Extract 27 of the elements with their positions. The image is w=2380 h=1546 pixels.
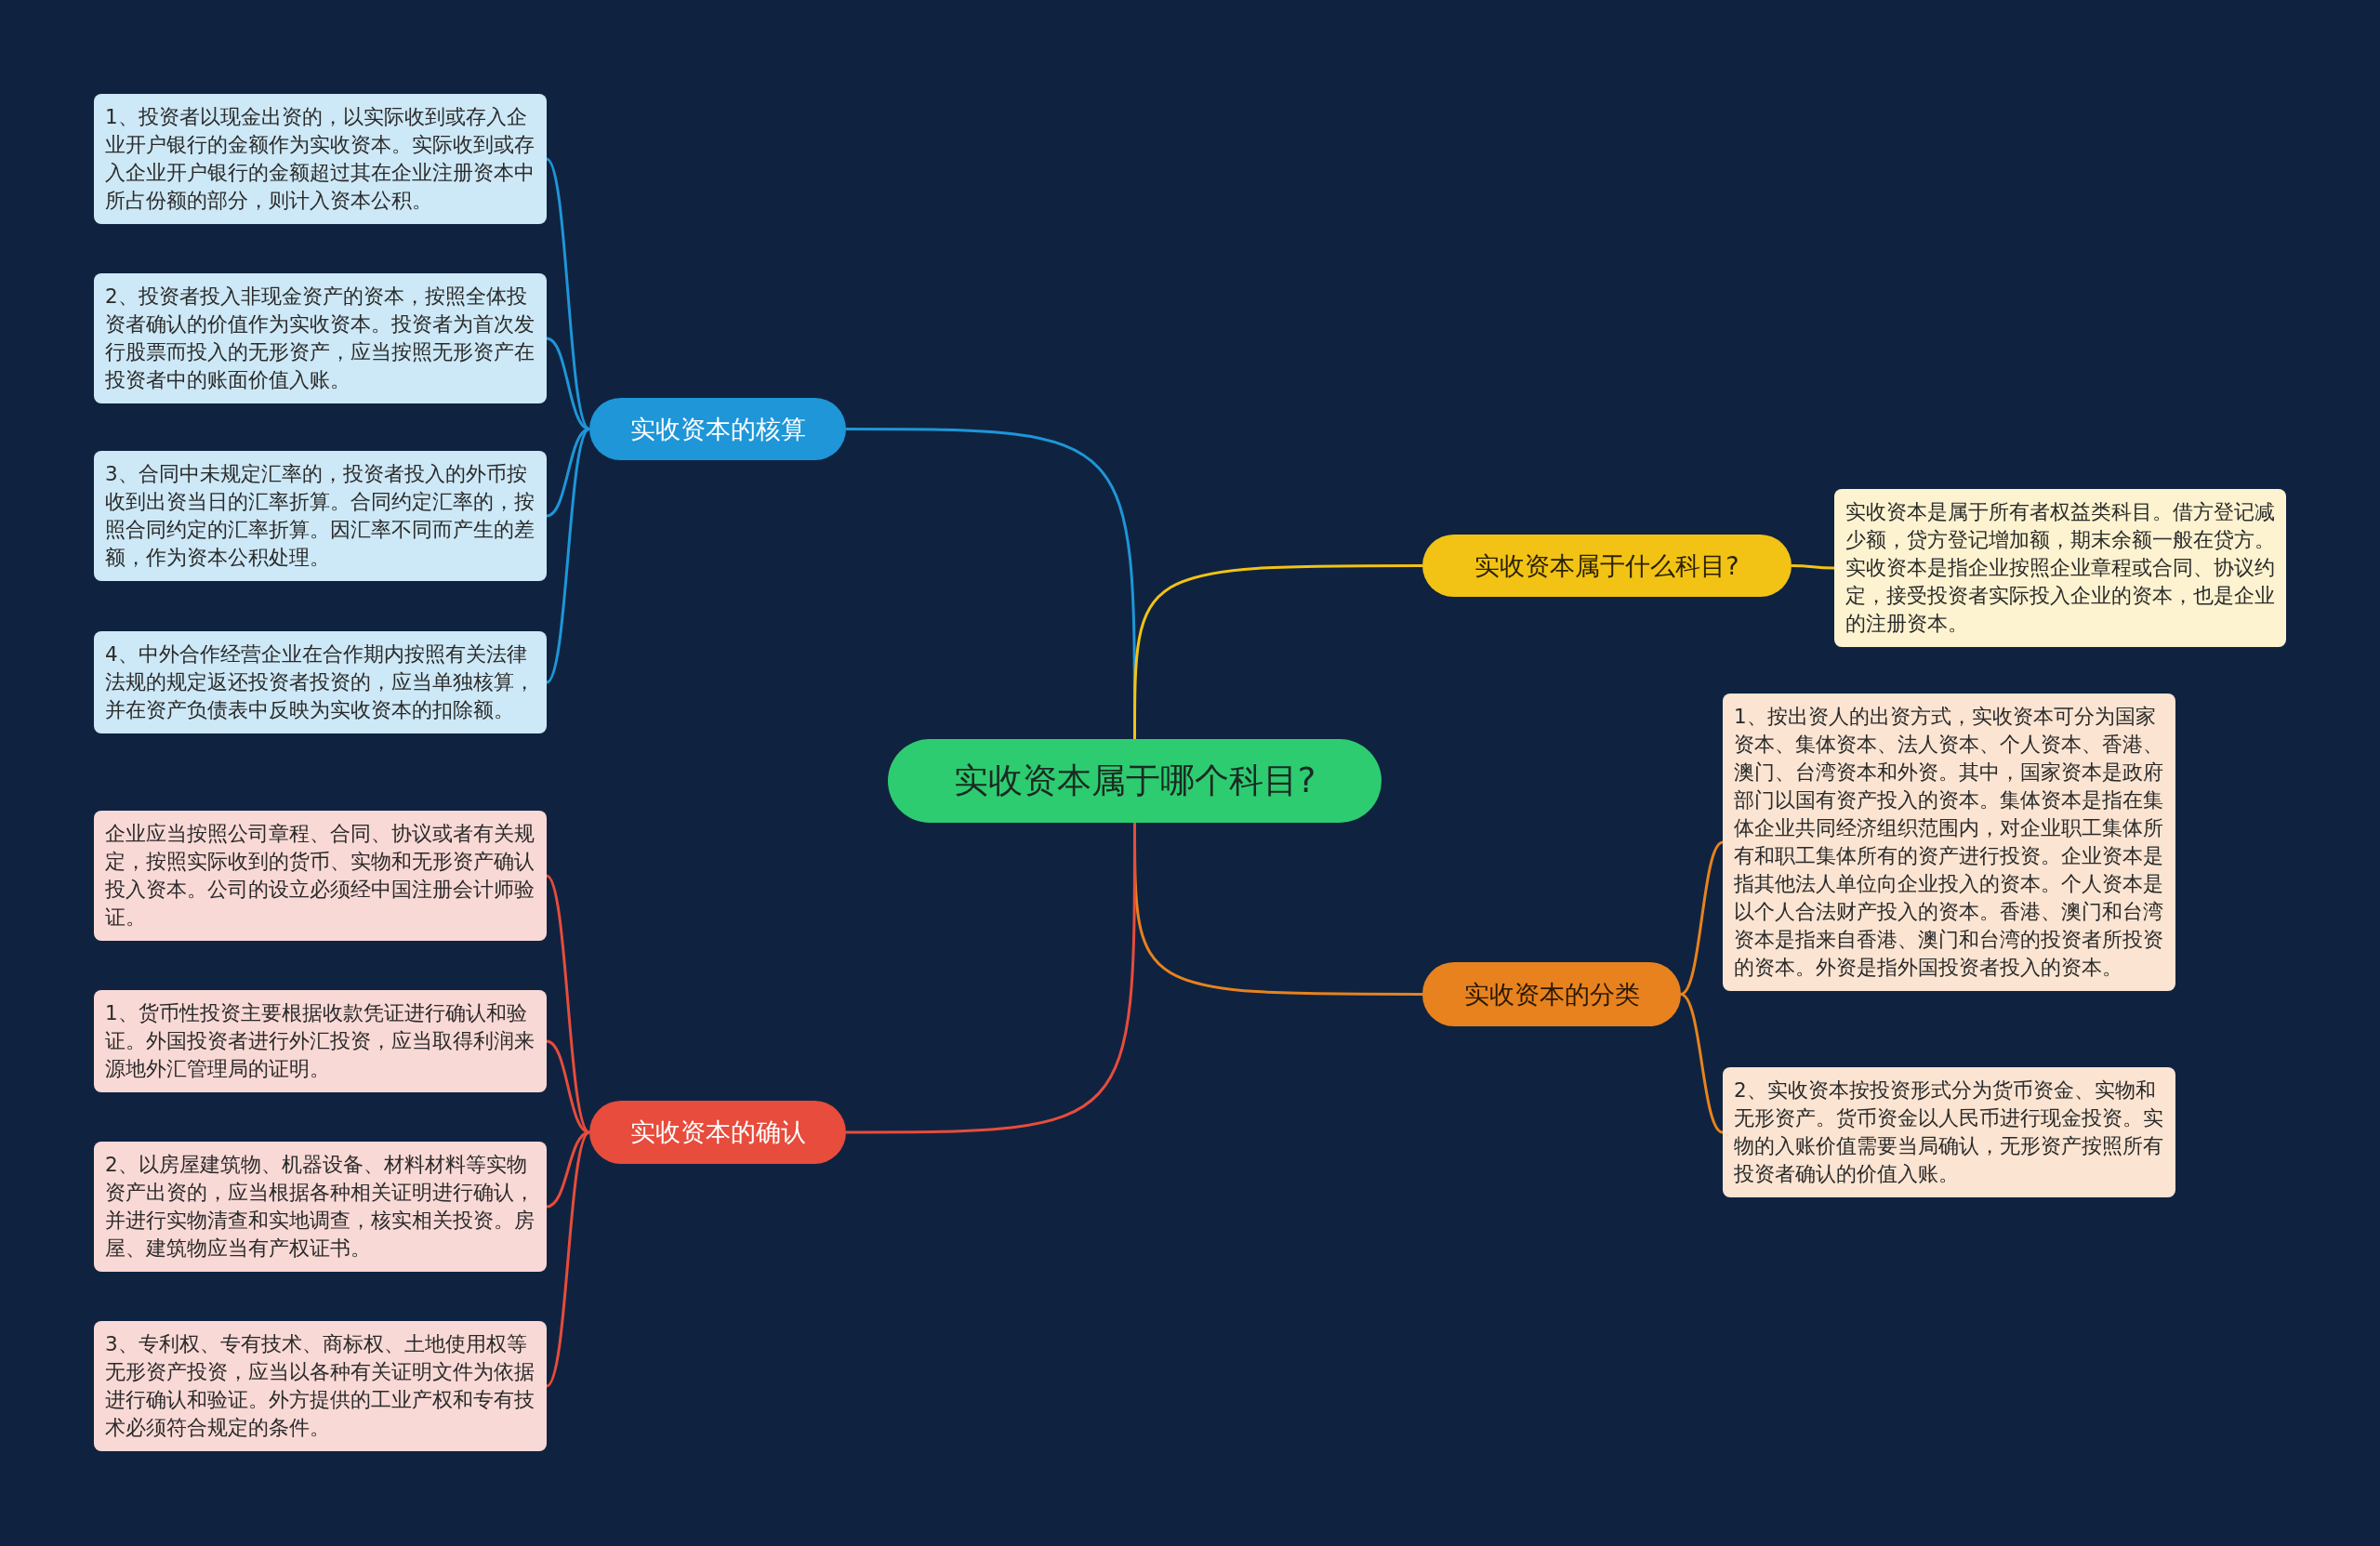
connector-line [546,1039,590,1134]
connector-line [546,428,590,518]
note-card: 2、实收资本按投资形式分为货币资金、实物和无形资产。货币资金以人民币进行现金投资。实物的入账价值需要当局确认，无形资产按照所有投资者确认的价值入账。 [1723,1067,2175,1197]
branch-pill: 实收资本的核算 [589,398,846,460]
connector-line [545,1130,591,1388]
connector-line [846,823,1136,1134]
connector-line [546,337,590,430]
connector-line [545,158,591,430]
branch-pill: 实收资本属于什么科目? [1422,535,1792,597]
branch-pill: 实收资本的分类 [1422,962,1681,1026]
connector-line [1133,564,1422,739]
note-card: 企业应当按照公司章程、合同、协议或者有关规定，按照实际收到的货币、实物和无形资产确认投入资本。公司的设立必须经中国注册会计师验证。 [94,811,547,941]
branch-pill: 实收资本的确认 [589,1101,846,1164]
connector-line [1680,993,1724,1134]
connector-line [545,428,591,684]
note-card: 4、中外合作经营企业在合作期内按照有关法律法规的规定返还投资者投资的，应当单独核算，并在资产负债表中反映为实收资本的扣除额。 [94,631,547,733]
note-card: 1、投资者以现金出资的，以实际收到或存入企业开户银行的金额作为实收资本。实际收到或存入企业开户银行的金额超过其在企业注册资本中所占份额的部分，则计入资本公积。 [94,94,547,224]
note-card: 2、以房屋建筑物、机器设备、材料材料等实物资产出资的，应当根据各种相关证明进行确认，并进行实物清查和实地调查，核实相关投资。房屋、建筑物应当有产权证书。 [94,1142,547,1272]
connector-line [1792,564,1834,570]
note-card: 3、专利权、专有技术、商标权、土地使用权等无形资产投资，应当以各种有关证明文件为依据进行确认和验证。外方提供的工业产权和专有技术必须符合规定的条件。 [94,1321,547,1451]
note-card: 1、按出资人的出资方式，实收资本可分为国家资本、集体资本、法人资本、个人资本、香港、澳门、台湾资本和外资。其中，国家资本是政府部门以国有资产投入的资本。集体资本是指在集体企业共同经济组织范围内，对企业职工集体所有和职工集体所有的资产进行投资。企业资本是指其他法人单位向企业投入的资本。个人资本是以个人合法财产投入的资本。香港、澳门和台湾资本是指来自香港、澳门和台湾的投资者所投资的资本。外资是指外国投资者投入的资本。 [1723,694,2175,991]
note-card: 实收资本是属于所有者权益类科目。借方登记减少额，贷方登记增加额，期末余额一般在贷方。实收资本是指企业按照企业章程或合同、协议约定，接受投资者实际投入企业的资本，也是企业的注册资本。 [1834,489,2286,647]
connector-line [1680,840,1724,996]
note-card: 3、合同中未规定汇率的，投资者投入的外币按收到出资当日的汇率折算。合同约定汇率的，按照合同约定的汇率折算。因汇率不同而产生的差额，作为资本公积处理。 [94,451,547,581]
note-card: 1、货币性投资主要根据收款凭证进行确认和验证。外国投资者进行外汇投资，应当取得利润来源地外汇管理局的证明。 [94,990,547,1092]
topic-pill: 实收资本属于哪个科目? [888,739,1382,823]
note-card: 2、投资者投入非现金资产的资本，按照全体投资者确认的价值作为实收资本。投资者为首次发行股票而投入的无形资产，应当按照无形资产在投资者中的账面价值入账。 [94,273,547,403]
